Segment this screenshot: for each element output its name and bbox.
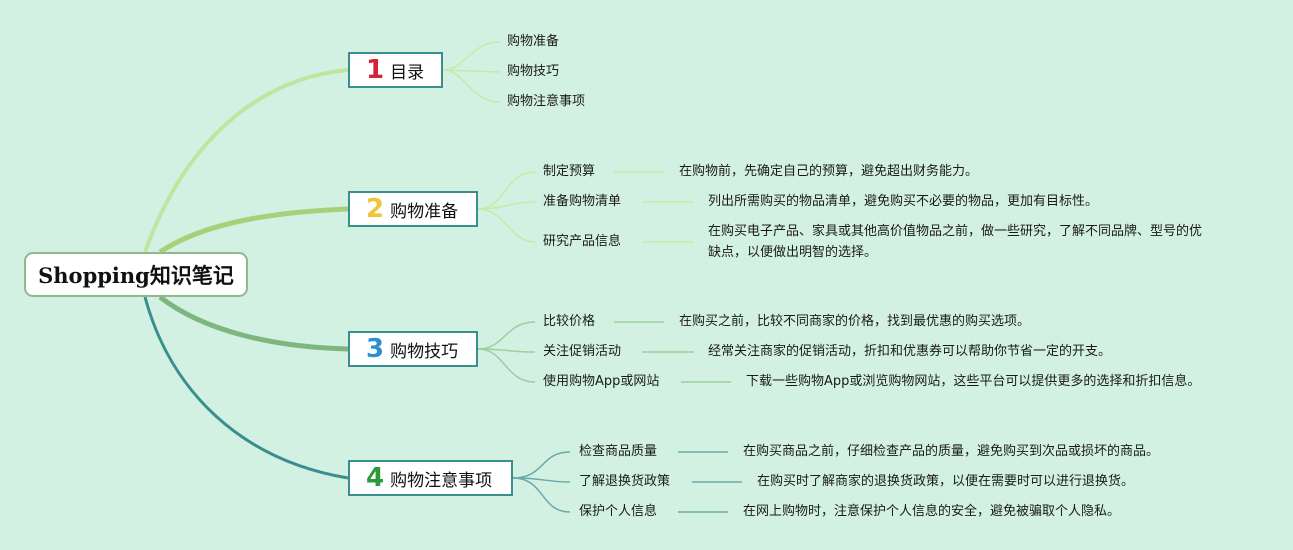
connector-root-branch-2 [158,206,349,255]
branch-node-4[interactable]: 4 购物注意事项 [348,460,513,496]
leaf-3-1[interactable]: 比较价格 [543,314,596,329]
branch-4-fan [512,451,742,513]
branch-number-3: 3 [366,334,385,364]
branch-label-4: 购物注意事项 [390,470,493,491]
leaf-4-3[interactable]: 保护个人信息 [579,504,658,519]
leaf-4-1[interactable]: 检查商品质量 [579,444,658,459]
leaf-2-1[interactable]: 制定预算 [543,164,596,179]
branch-node-2[interactable]: 2 购物准备 [348,191,478,227]
desc-3-3: 下载一些购物App或浏览购物网站，这些平台可以提供更多的选择和折扣信息。 [746,374,1201,389]
branch-number-2: 2 [366,194,385,224]
branch-number-1: 1 [366,55,385,85]
desc-2-2: 列出所需购买的物品清单，避免购买不必要的物品，更加有目标性。 [708,194,1099,209]
branch-number-4: 4 [366,463,385,493]
leaf-2-3[interactable]: 研究产品信息 [543,234,622,249]
leaf-3-3[interactable]: 使用购物App或网站 [543,374,660,389]
connector-root-branch-4 [143,296,349,480]
desc-2-3: 在购买电子产品、家具或其他高价值物品之前，做一些研究，了解不同品牌、型号的优缺点… [708,224,1203,260]
branch-label-2: 购物准备 [390,201,459,222]
branch-node-3[interactable]: 3 购物技巧 [348,331,478,367]
leaf-1-2[interactable]: 购物技巧 [507,64,560,79]
branch-label-1: 目录 [390,62,425,83]
desc-4-2: 在购买时了解商家的退换货政策，以便在需要时可以进行退换货。 [757,474,1135,489]
leaf-2-2[interactable]: 准备购物清单 [543,194,622,209]
leaf-4-2[interactable]: 了解退换货政策 [579,474,671,489]
branch-node-1[interactable]: 1 目录 [348,52,443,88]
desc-3-1: 在购买之前，比较不同商家的价格，找到最优惠的购买选项。 [679,314,1031,329]
desc-4-1: 在购买商品之前，仔细检查产品的质量，避免购买到次品或损坏的商品。 [743,444,1160,459]
branch-3-fan [477,321,731,383]
root-label: Shopping知识笔记 [38,262,234,288]
leaf-1-3[interactable]: 购物注意事项 [507,94,586,109]
desc-2-1: 在购物前，先确定自己的预算，避免超出财务能力。 [679,164,979,179]
leaf-1-1[interactable]: 购物准备 [507,34,560,49]
root-node[interactable]: Shopping知识笔记 [24,252,248,297]
branch-1-fan [442,41,501,103]
desc-4-3: 在网上购物时，注意保护个人信息的安全，避免被骗取个人隐私。 [743,504,1121,519]
leaf-3-2[interactable]: 关注促销活动 [543,344,622,359]
desc-3-2: 经常关注商家的促销活动，折扣和优惠券可以帮助你节省一定的开支。 [708,344,1112,359]
connector-root-branch-1 [143,68,349,253]
branch-2-fan [477,171,694,243]
connector-root-branch-3 [158,295,349,352]
branch-label-3: 购物技巧 [390,341,459,362]
